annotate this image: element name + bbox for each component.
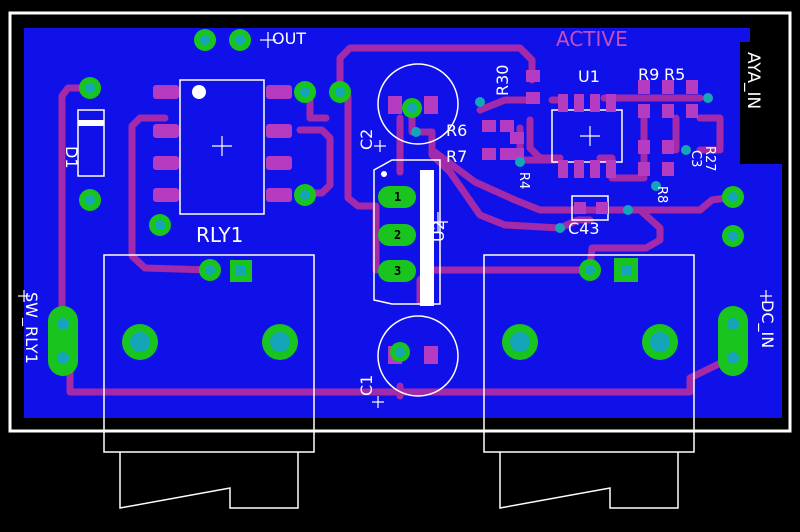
label-u1: U1: [578, 67, 600, 86]
label-active: ACTIVE: [556, 27, 628, 51]
label-r5: R5: [664, 65, 685, 84]
copper-pour: [24, 28, 782, 418]
label-d1: D1: [62, 146, 81, 169]
label-sw-rly1: SW_RLY1: [21, 292, 41, 364]
label-relay: RLY1: [196, 223, 243, 247]
u2-pin2-label: 2: [394, 228, 401, 242]
u2-pin1-dot: [381, 171, 387, 177]
label-c43: C43: [568, 219, 600, 238]
relay-pads: [153, 85, 292, 202]
label-r6: R6: [446, 121, 467, 140]
u2-tab: [420, 170, 434, 306]
label-r9: R9: [638, 65, 659, 84]
u2-pin1-label: 1: [394, 190, 401, 204]
label-u2: U2: [429, 220, 448, 242]
diode-body: [77, 109, 105, 177]
label-c1: C1: [357, 375, 376, 396]
relay-pin1-dot: [192, 85, 206, 99]
label-r30: R30: [493, 65, 512, 96]
label-c3: C3: [688, 150, 703, 167]
label-c2: C2: [357, 129, 376, 150]
silkscreen-layer: [77, 63, 695, 509]
label-dc-in: DC_IN: [757, 300, 777, 348]
label-out: OUT: [272, 29, 306, 48]
silk-crosses: [18, 32, 772, 408]
label-r7: R7: [446, 147, 467, 166]
label-r4: R4: [516, 172, 531, 189]
label-r27: R27: [702, 146, 717, 172]
diode-stripe: [78, 120, 104, 126]
u2-pin3-label: 3: [394, 264, 401, 278]
logo-cutout: [740, 42, 784, 164]
board-outline: [8, 11, 792, 433]
relay-body: [179, 79, 265, 215]
u1-pads: [558, 94, 616, 178]
logo-text: AYA_IN: [743, 52, 763, 109]
through-hole-pads: [48, 29, 748, 376]
label-r8: R8: [654, 186, 669, 203]
